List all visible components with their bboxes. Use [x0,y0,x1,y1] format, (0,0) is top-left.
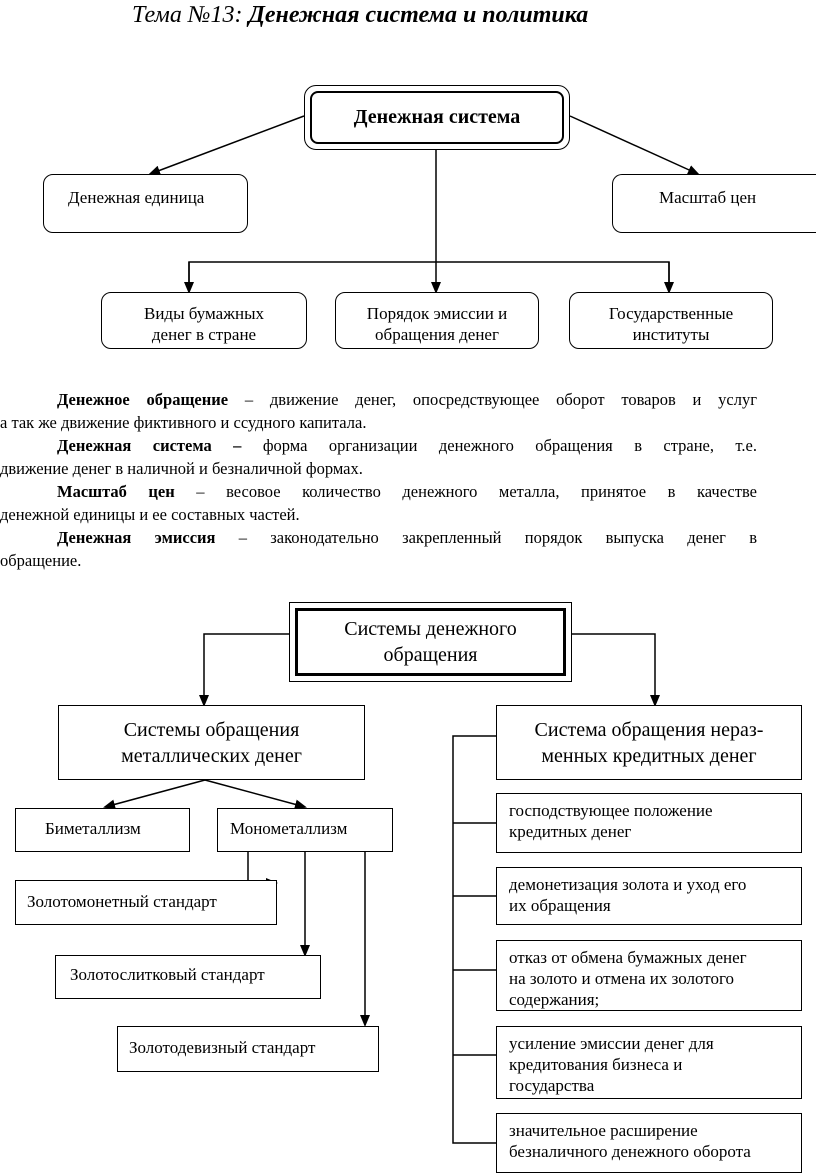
term-label: Денежная система – [57,436,242,455]
definition-money-system: Денежная система – форма организации ден… [0,436,757,478]
emission-order-box: Порядок эмиссии и обращения денег [335,292,539,349]
monometallism-box: Монометаллизм [217,808,393,852]
term-label: Масштаб цен [57,482,175,501]
state-institutions-box: Государственные институты [569,292,773,349]
arrow-to-credit [572,633,660,707]
emission-order-line2: обращения денег [375,325,499,344]
arrow-to-scale [569,115,700,175]
money-system-box: Денежная система [304,85,570,150]
money-system-label: Денежная система [310,91,564,144]
page-title: Тема №13: Денежная система и политика [132,2,588,29]
credit-item-dominance: господствующее положение кредитных денег [496,793,802,853]
credit-item-emission-growth: усиление эмиссии денег для кредитования … [496,1026,802,1099]
paper-money-line1: Виды бумажных [144,304,264,323]
money-unit-box: Денежная единица [43,174,248,233]
monometallism-label: Монометаллизм [230,819,348,838]
arrow-to-metal [199,633,289,707]
metal-money-systems-box: Системы обращения металлических денег [58,705,365,780]
price-scale-label: Масштаб цен [659,188,757,207]
price-scale-box: Масштаб цен [612,174,816,233]
bimetallism-label: Биметаллизм [45,819,141,838]
topic-number: Тема №13: [132,2,249,28]
definition-money-emission: Денежная эмиссия – законодательно закреп… [0,528,757,570]
credit-item-cashless-expansion: значительное расширение безналичного ден… [496,1113,802,1173]
topic-title: Денежная система и политика [248,2,589,28]
circulation-systems-box: Системы денежного обращения [289,602,572,682]
gold-bullion-standard-box: Золотослитковый стандарт [55,955,321,999]
money-unit-label: Денежная единица [68,188,205,207]
circulation-systems-label: Системы денежного обращения [295,608,566,676]
state-institutions-line2: институты [632,325,710,344]
definition-money-circulation: Денежное обращение – движение денег, опо… [0,390,757,432]
paper-money-box: Виды бумажных денег в стране [101,292,307,349]
gold-coin-standard-box: Золотомонетный стандарт [15,880,277,925]
branch-line [188,261,670,290]
term-label: Денежная эмиссия [57,528,216,547]
gold-exchange-standard-box: Золотодевизный стандарт [117,1026,379,1072]
credit-item-exchange-refusal: отказ от обмена бумажных денег на золото… [496,940,802,1011]
definition-price-scale: Масштаб цен – весовое количество денежно… [0,482,757,524]
paper-money-line2: денег в стране [151,325,257,344]
bimetallism-box: Биметаллизм [15,808,190,852]
term-label: Денежное обращение [57,390,229,409]
credit-money-system-box: Система обращения нераз- менных кредитны… [496,705,802,780]
arrow-to-unit [148,115,305,176]
state-institutions-line1: Государственные [608,304,734,323]
credit-item-demonetization: демонетизация золота и уход его их обращ… [496,867,802,925]
emission-order-line1: Порядок эмиссии и [366,304,508,323]
